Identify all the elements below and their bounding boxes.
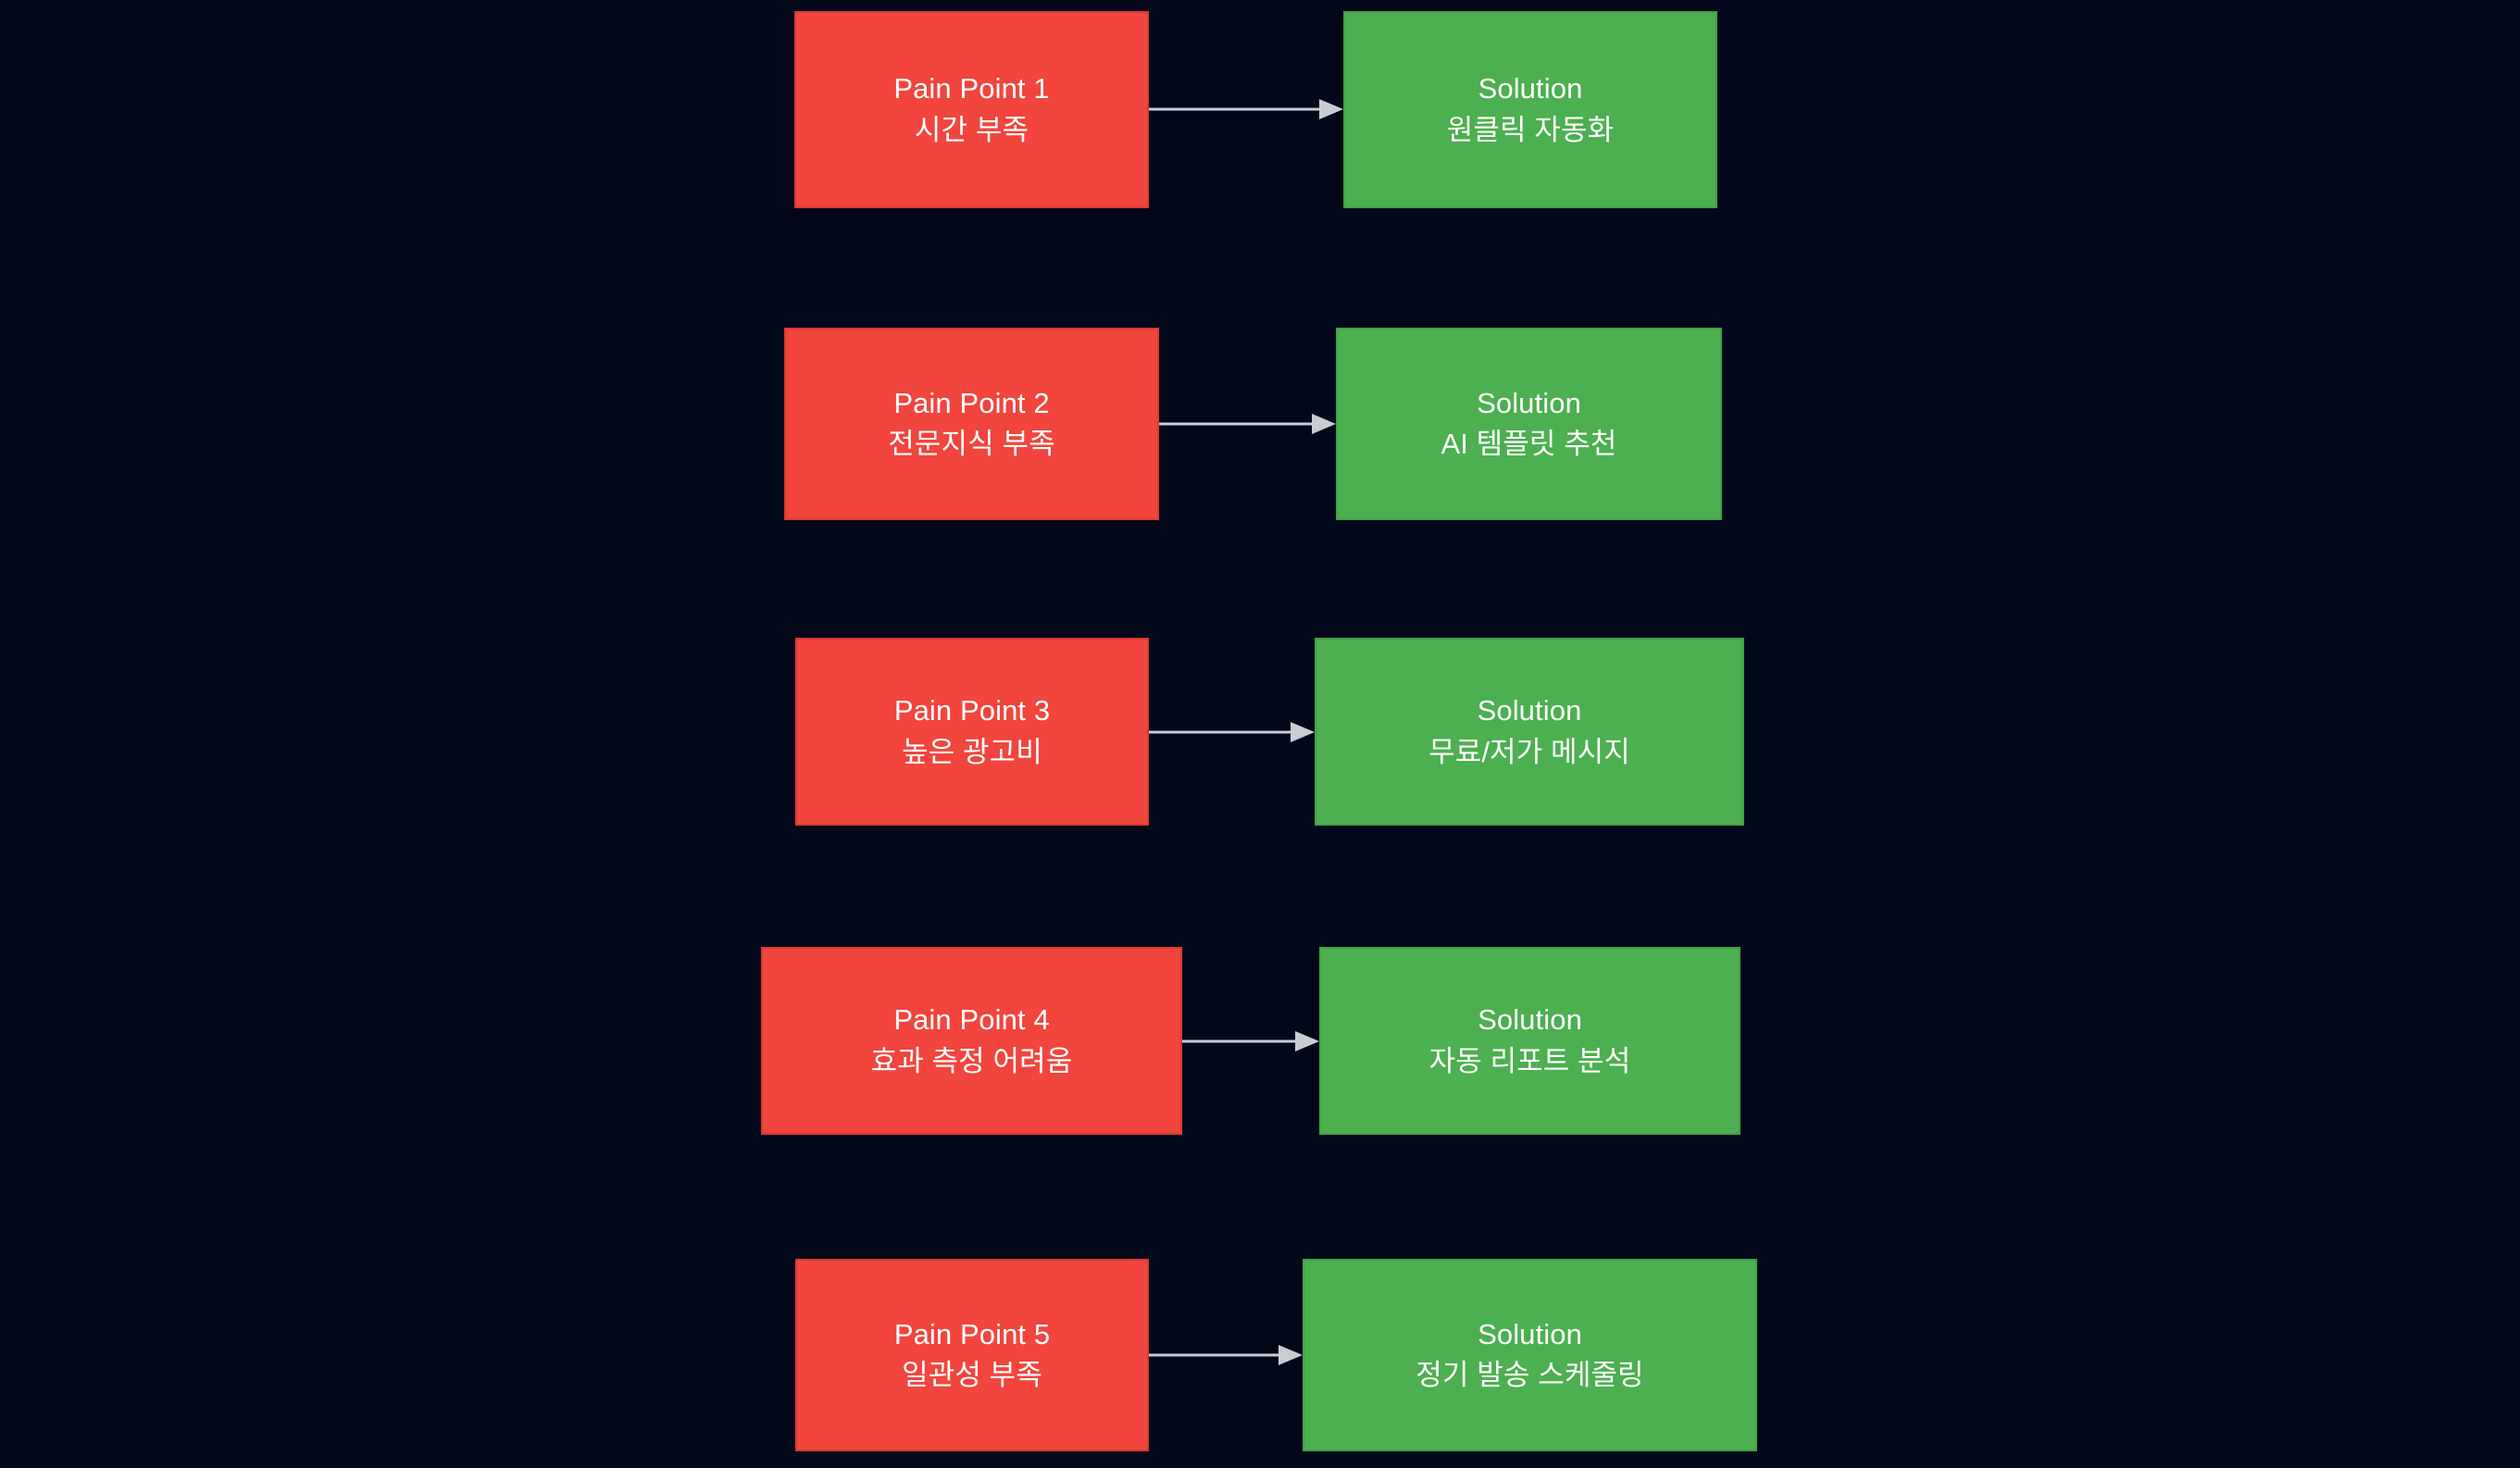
pain-point-title: Pain Point 4 [893,1003,1050,1037]
solution-node[interactable]: Solution 무료/저가 메시지 [1315,638,1744,826]
solution-node[interactable]: Solution 자동 리포트 분석 [1319,947,1740,1135]
pain-point-title: Pain Point 5 [893,1317,1051,1350]
canvas-bottom-margin [0,1451,2520,1468]
solution-detail: 원클릭 자동화 [1446,113,1615,146]
pain-point-detail: 높은 광고비 [902,735,1042,768]
pain-point-title: Pain Point 3 [893,694,1051,728]
solution-title: Solution [1478,1003,1582,1037]
solution-title: Solution [1478,72,1583,106]
solution-detail: 자동 리포트 분석 [1428,1044,1631,1077]
pain-point-node[interactable]: Pain Point 3 높은 광고비 [795,638,1149,826]
solution-node[interactable]: Solution 정기 발송 스케줄링 [1303,1259,1757,1451]
solution-detail: 무료/저가 메시지 [1428,735,1630,768]
connector-arrow [1149,714,1315,751]
solution-title: Solution [1477,386,1581,419]
pain-point-title: Pain Point 1 [893,72,1050,106]
pain-point-detail: 시간 부족 [914,113,1029,146]
connector-arrow [1149,1337,1303,1374]
connector-arrow [1182,1023,1319,1060]
solution-detail: 정기 발송 스케줄링 [1416,1359,1644,1391]
solution-title: Solution [1477,694,1582,728]
connector-arrow [1159,405,1336,442]
pain-point-node[interactable]: Pain Point 4 효과 측정 어려움 [761,947,1182,1135]
connector-arrow [1149,91,1343,128]
pain-point-title: Pain Point 2 [893,386,1050,419]
solution-node[interactable]: Solution 원클릭 자동화 [1343,11,1717,208]
solution-title: Solution [1478,1317,1582,1350]
solution-node[interactable]: Solution AI 템플릿 추천 [1336,328,1722,520]
pain-point-detail: 전문지식 부족 [888,428,1055,460]
pain-point-node[interactable]: Pain Point 1 시간 부족 [794,11,1149,208]
solution-detail: AI 템플릿 추천 [1441,428,1617,460]
pain-point-node[interactable]: Pain Point 2 전문지식 부족 [784,328,1159,520]
pain-point-detail: 효과 측정 어려움 [870,1044,1073,1077]
pain-point-node[interactable]: Pain Point 5 일관성 부족 [795,1259,1149,1451]
pain-point-detail: 일관성 부족 [902,1359,1042,1391]
